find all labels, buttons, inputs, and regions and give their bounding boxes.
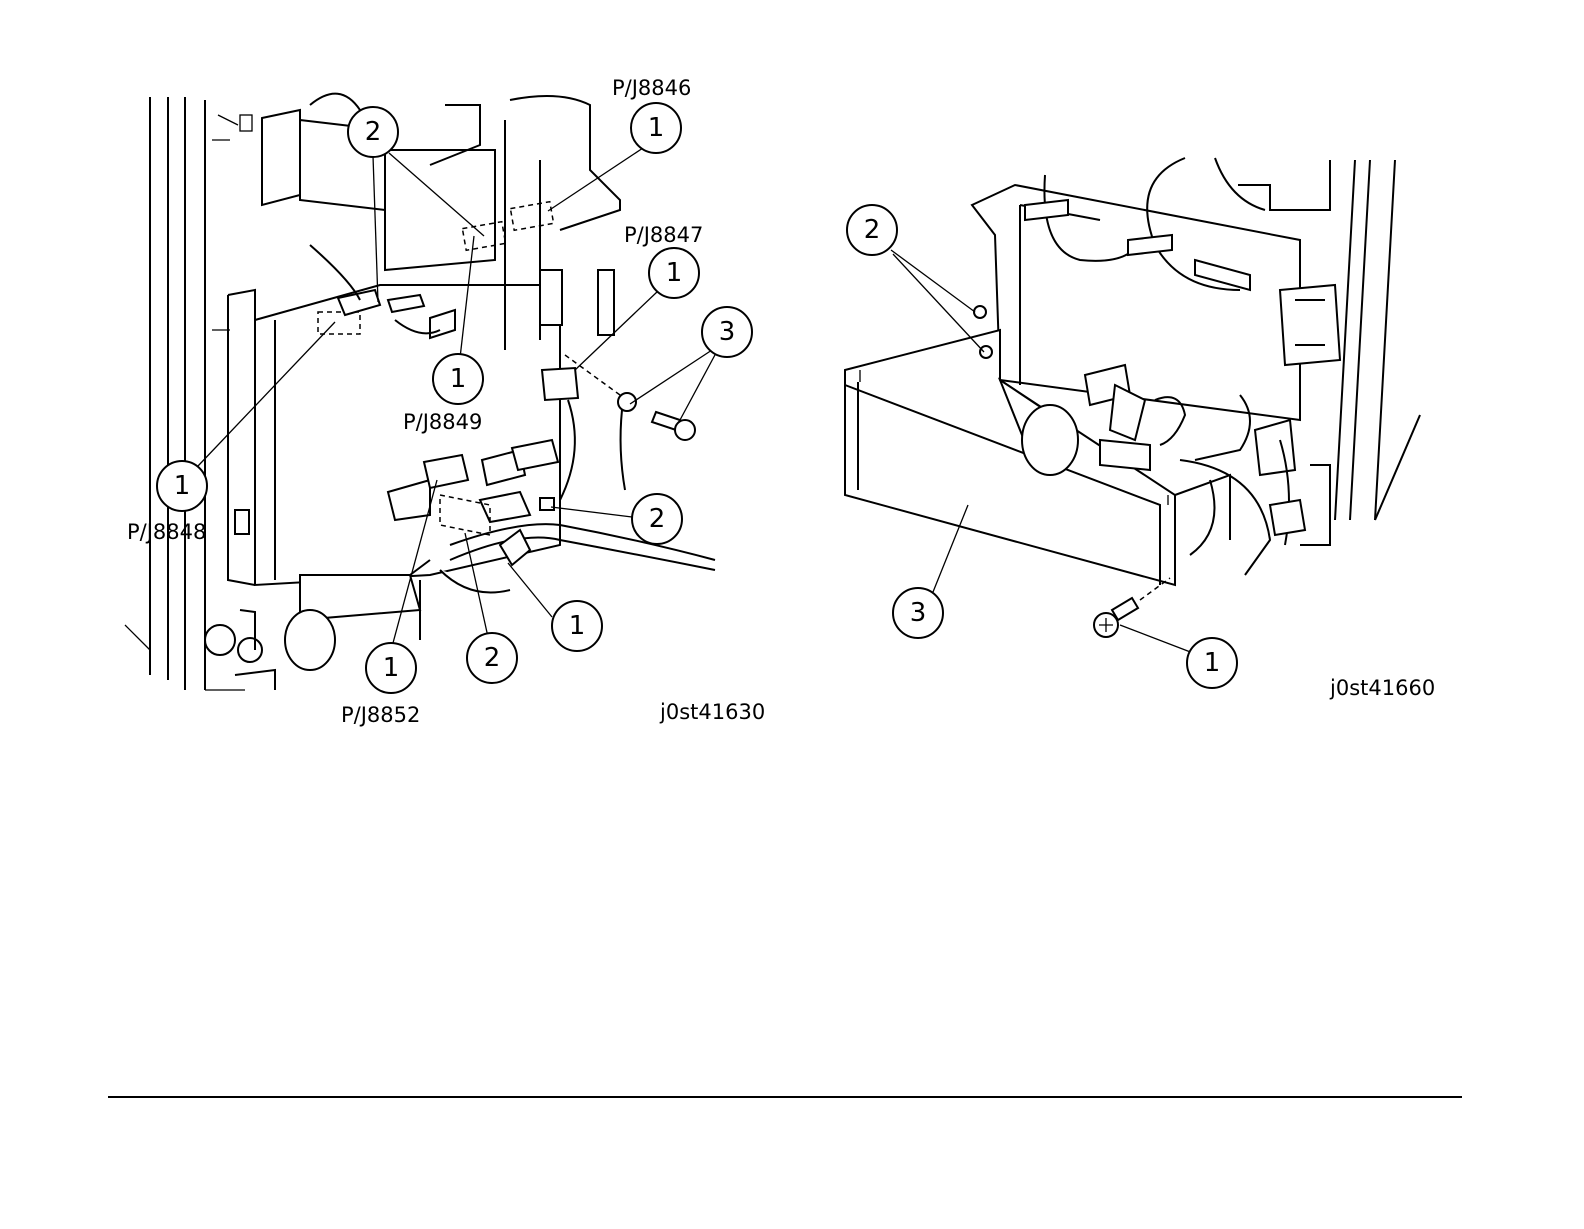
callout-right-2: 3 (893, 588, 943, 638)
label-p-j8847: P/J8847 (624, 223, 703, 247)
label-p-j8848: P/J8848 (127, 520, 206, 544)
right-figure-illustration (845, 158, 1420, 637)
callout-number: 2 (649, 504, 666, 534)
callout-left-7: 2 (632, 494, 682, 544)
callout-left-5: 1 (433, 354, 483, 404)
callout-left-2: 1 (631, 103, 681, 153)
callout-number: 2 (365, 117, 382, 147)
left-figure-illustration (125, 94, 715, 690)
callout-right-1: 2 (847, 205, 897, 255)
callout-left-4: 3 (702, 307, 752, 357)
callout-number: 1 (1204, 648, 1221, 678)
callout-number: 1 (450, 364, 467, 394)
callout-right-3: 1 (1187, 638, 1237, 688)
label-p-j8849: P/J8849 (403, 410, 482, 434)
figure-left-id: j0st41630 (659, 700, 765, 724)
callout-number: 1 (666, 258, 683, 288)
callout-number: 1 (383, 653, 400, 683)
callout-number: 2 (484, 643, 501, 673)
callout-left-1: 2 (348, 107, 398, 157)
callout-left-3: 1 (649, 248, 699, 298)
label-p-j8852: P/J8852 (341, 703, 420, 727)
figure-right-id: j0st41660 (1329, 676, 1435, 700)
callout-left-8: 1 (552, 601, 602, 651)
callout-number: 1 (648, 113, 665, 143)
callout-left-6: 1 (157, 461, 207, 511)
callout-number: 3 (910, 598, 927, 628)
callout-left-10: 1 (366, 643, 416, 693)
callout-number: 1 (174, 471, 191, 501)
callout-number: 1 (569, 611, 586, 641)
label-p-j8846: P/J8846 (612, 76, 691, 100)
callout-number: 2 (864, 215, 881, 245)
callout-left-9: 2 (467, 633, 517, 683)
callout-number: 3 (719, 317, 736, 347)
